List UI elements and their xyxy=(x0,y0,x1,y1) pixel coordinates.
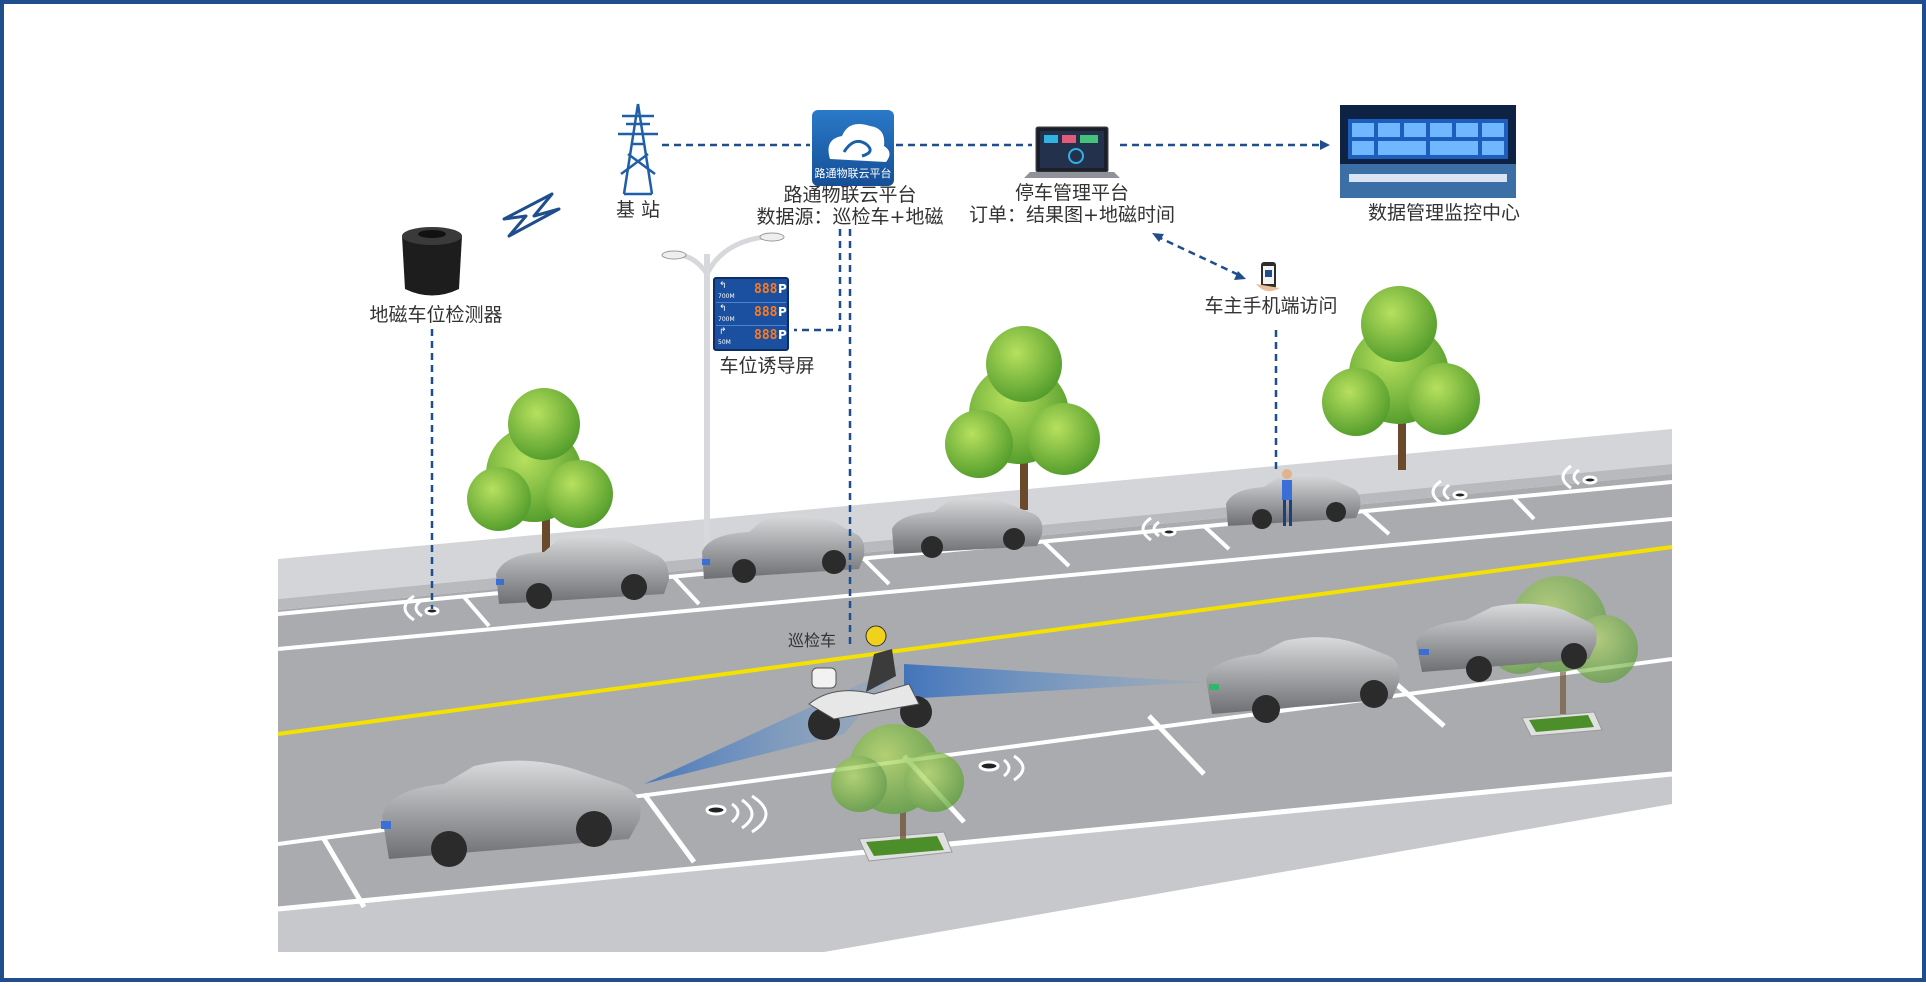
turn-left-arrow-icon: ↰ xyxy=(719,304,727,314)
tree-2 xyxy=(945,326,1100,510)
smartphone-icon xyxy=(1256,262,1280,292)
guidance-count: 888 xyxy=(754,328,778,343)
tree-1 xyxy=(467,388,613,559)
guidance-unit: P xyxy=(778,305,787,319)
mobile-access-label: 车主手机端访问 xyxy=(1204,295,1338,317)
smart-parking-scene: 路通物联云平台 xyxy=(277,103,1673,952)
car-4 xyxy=(1226,473,1361,529)
cloud-platform-icon xyxy=(812,110,894,186)
base-station-label: 基 站 xyxy=(615,199,661,221)
car-1 xyxy=(496,534,669,609)
turn-right-arrow-icon: ↱ xyxy=(719,327,727,337)
order-info-label: 订单：结果图+地磁时间 xyxy=(969,204,1175,226)
turn-left-arrow-icon: ↰ xyxy=(719,281,727,291)
car-2 xyxy=(702,514,865,583)
data-source-label: 数据源：巡检车+地磁 xyxy=(756,206,944,228)
parking-platform-laptop-icon xyxy=(1024,126,1120,178)
base-station-tower-icon xyxy=(618,103,658,196)
tree-median-near xyxy=(831,724,964,839)
guidance-unit: P xyxy=(778,282,787,296)
arrowheads xyxy=(1152,140,1330,280)
road-sensors xyxy=(424,475,1598,816)
parking-platform-label: 停车管理平台 xyxy=(1014,182,1130,204)
car-3 xyxy=(892,497,1043,558)
guidance-unit: P xyxy=(778,328,787,342)
patrol-vehicle-label: 巡检车 xyxy=(787,631,837,650)
signal-waves xyxy=(403,464,1580,834)
guidance-screen-panel: ↰ 888 P 700M ↰ 888 P 700M ↱ 888 P 50M xyxy=(716,280,787,348)
car-owner-person xyxy=(1282,469,1292,526)
guidance-screen-label: 车位诱导屏 xyxy=(719,355,815,377)
car-near-mid xyxy=(1206,637,1400,723)
car-near-right xyxy=(1416,603,1597,682)
wireless-signal-icon xyxy=(502,192,561,238)
guidance-count: 888 xyxy=(754,282,778,297)
guidance-row-2: ↰ 888 P 700M xyxy=(716,303,787,326)
patrol-motorcycle xyxy=(808,625,932,740)
tree-3 xyxy=(1322,286,1480,470)
car-near-left xyxy=(381,760,641,867)
cloud-icon-caption: 路通物联云平台 xyxy=(815,166,892,180)
monitor-center-label: 数据管理监控中心 xyxy=(1367,202,1521,224)
geomagnetic-detector-label: 地磁车位检测器 xyxy=(369,304,503,326)
guidance-distance: 700M xyxy=(718,293,735,300)
guidance-screen-device xyxy=(713,277,789,351)
guidance-row-3: ↱ 888 P 50M xyxy=(716,326,787,348)
monitor-center-image xyxy=(1340,105,1516,198)
guidance-count: 888 xyxy=(754,305,778,320)
guidance-row-1: ↰ 888 P 700M xyxy=(716,280,787,303)
guidance-distance: 50M xyxy=(718,339,731,346)
geomagnetic-detector-device xyxy=(402,227,462,296)
guidance-distance: 700M xyxy=(718,316,735,323)
street-light xyxy=(661,232,785,554)
cloud-platform-label: 路通物联云平台 xyxy=(783,184,917,206)
connector-lines xyxy=(430,143,1324,644)
parked-cars xyxy=(381,473,1597,867)
